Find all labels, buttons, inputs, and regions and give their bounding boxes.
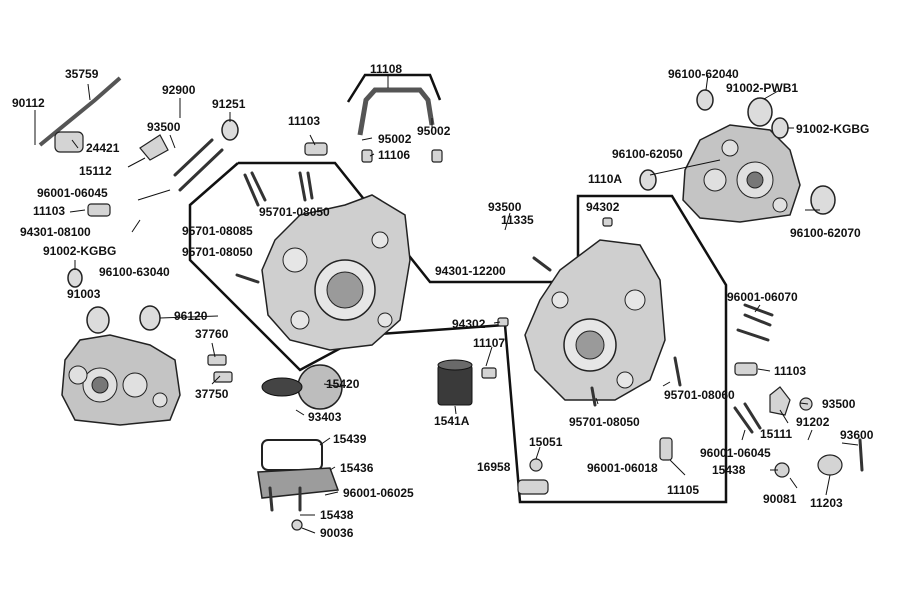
part-number-label: 95002 [417, 124, 451, 138]
part-number-label: 15438 [712, 463, 746, 477]
part-number-label: 95701-08050 [569, 415, 640, 429]
part-number-label: 94302 [452, 317, 486, 331]
right-case-inside-view [682, 124, 801, 223]
part-number-label: 94301-12200 [435, 264, 506, 278]
part-number-label: 96100-62050 [612, 147, 683, 161]
part-number-label: 11103 [774, 364, 807, 378]
part-number-label: 96001-06018 [587, 461, 658, 475]
left-case-inside-view [61, 334, 181, 426]
part-number-label: 15111 [760, 427, 793, 441]
part-number-label: 1110A [588, 172, 623, 186]
part-number-label: 96001-06045 [700, 446, 771, 460]
part-number-label: 93500 [822, 397, 856, 411]
part-number-label: 15436 [340, 461, 374, 475]
part-number-label: 11105 [667, 483, 700, 497]
part-number-label: 96001-06045 [37, 186, 108, 200]
part-number-label: 95701-08060 [664, 388, 735, 402]
oil-seals-bearings [67, 89, 836, 410]
left-crankcase-group-outline [188, 161, 728, 504]
part-number-label: 37750 [195, 387, 229, 401]
part-number-label: 96100-62040 [668, 67, 739, 81]
left-crankcase-half [261, 194, 411, 351]
part-number-label: 95701-08085 [182, 224, 253, 238]
part-number-label: 16958 [477, 460, 511, 474]
part-number-label: 93500 [147, 120, 181, 134]
part-number-label: 91202 [796, 415, 830, 429]
part-number-label: 11103 [288, 114, 321, 128]
part-number-label: 11106 [378, 148, 411, 162]
part-number-label: 91002-PWB1 [726, 81, 799, 95]
part-number-label: 96100-63040 [99, 265, 170, 279]
part-number-label: 96001-06025 [343, 486, 414, 500]
part-number-label: 93403 [308, 410, 342, 424]
part-number-label: 11103 [33, 204, 66, 218]
oil-filter [437, 359, 473, 406]
oil-strainer-pan [257, 377, 340, 499]
part-number-label: 15112 [79, 164, 112, 178]
part-number-label: 96100-62070 [790, 226, 861, 240]
part-number-label: 96120 [174, 309, 208, 323]
part-number-label: 15438 [320, 508, 354, 522]
part-number-label: 1541A [434, 414, 470, 428]
part-number-label: 91002-KGBG [43, 244, 117, 258]
part-number-label: 95701-08050 [182, 245, 253, 259]
part-number-label: 11203 [810, 496, 843, 510]
part-number-label: 92900 [162, 83, 196, 97]
part-number-label: 95002 [378, 132, 412, 146]
part-number-label: 91002-KGBG [796, 122, 870, 136]
part-number-label: 90036 [320, 526, 354, 540]
part-number-label: 94302 [586, 200, 620, 214]
bolts [173, 138, 864, 512]
part-number-label: 37760 [195, 327, 229, 341]
right-crankcase-half [524, 239, 666, 401]
part-number-label: 15439 [333, 432, 367, 446]
part-number-label: 90112 [12, 96, 45, 110]
part-number-label: 90081 [763, 492, 797, 506]
oil-pipe-outline [346, 73, 442, 103]
part-number-label: 91003 [67, 287, 101, 301]
leader-lines [34, 74, 859, 534]
part-number-label: 95701-08050 [259, 205, 330, 219]
dowels-and-small-parts [38, 76, 843, 531]
part-number-label: 91251 [212, 97, 246, 111]
part-number-label: 24421 [86, 141, 120, 155]
part-number-label: 93500 [488, 200, 522, 214]
part-number-label: 35759 [65, 67, 99, 81]
part-number-label: 11108 [370, 62, 403, 76]
part-number-label: 11107 [473, 336, 506, 350]
part-number-label: 96001-06070 [727, 290, 798, 304]
part-number-label: 93600 [840, 428, 874, 442]
part-number-label: 15051 [529, 435, 563, 449]
oil-pipe [357, 87, 435, 136]
part-number-label: 11335 [501, 213, 534, 227]
part-number-label: 15420 [326, 377, 360, 391]
part-number-label: 94301-08100 [20, 225, 91, 239]
